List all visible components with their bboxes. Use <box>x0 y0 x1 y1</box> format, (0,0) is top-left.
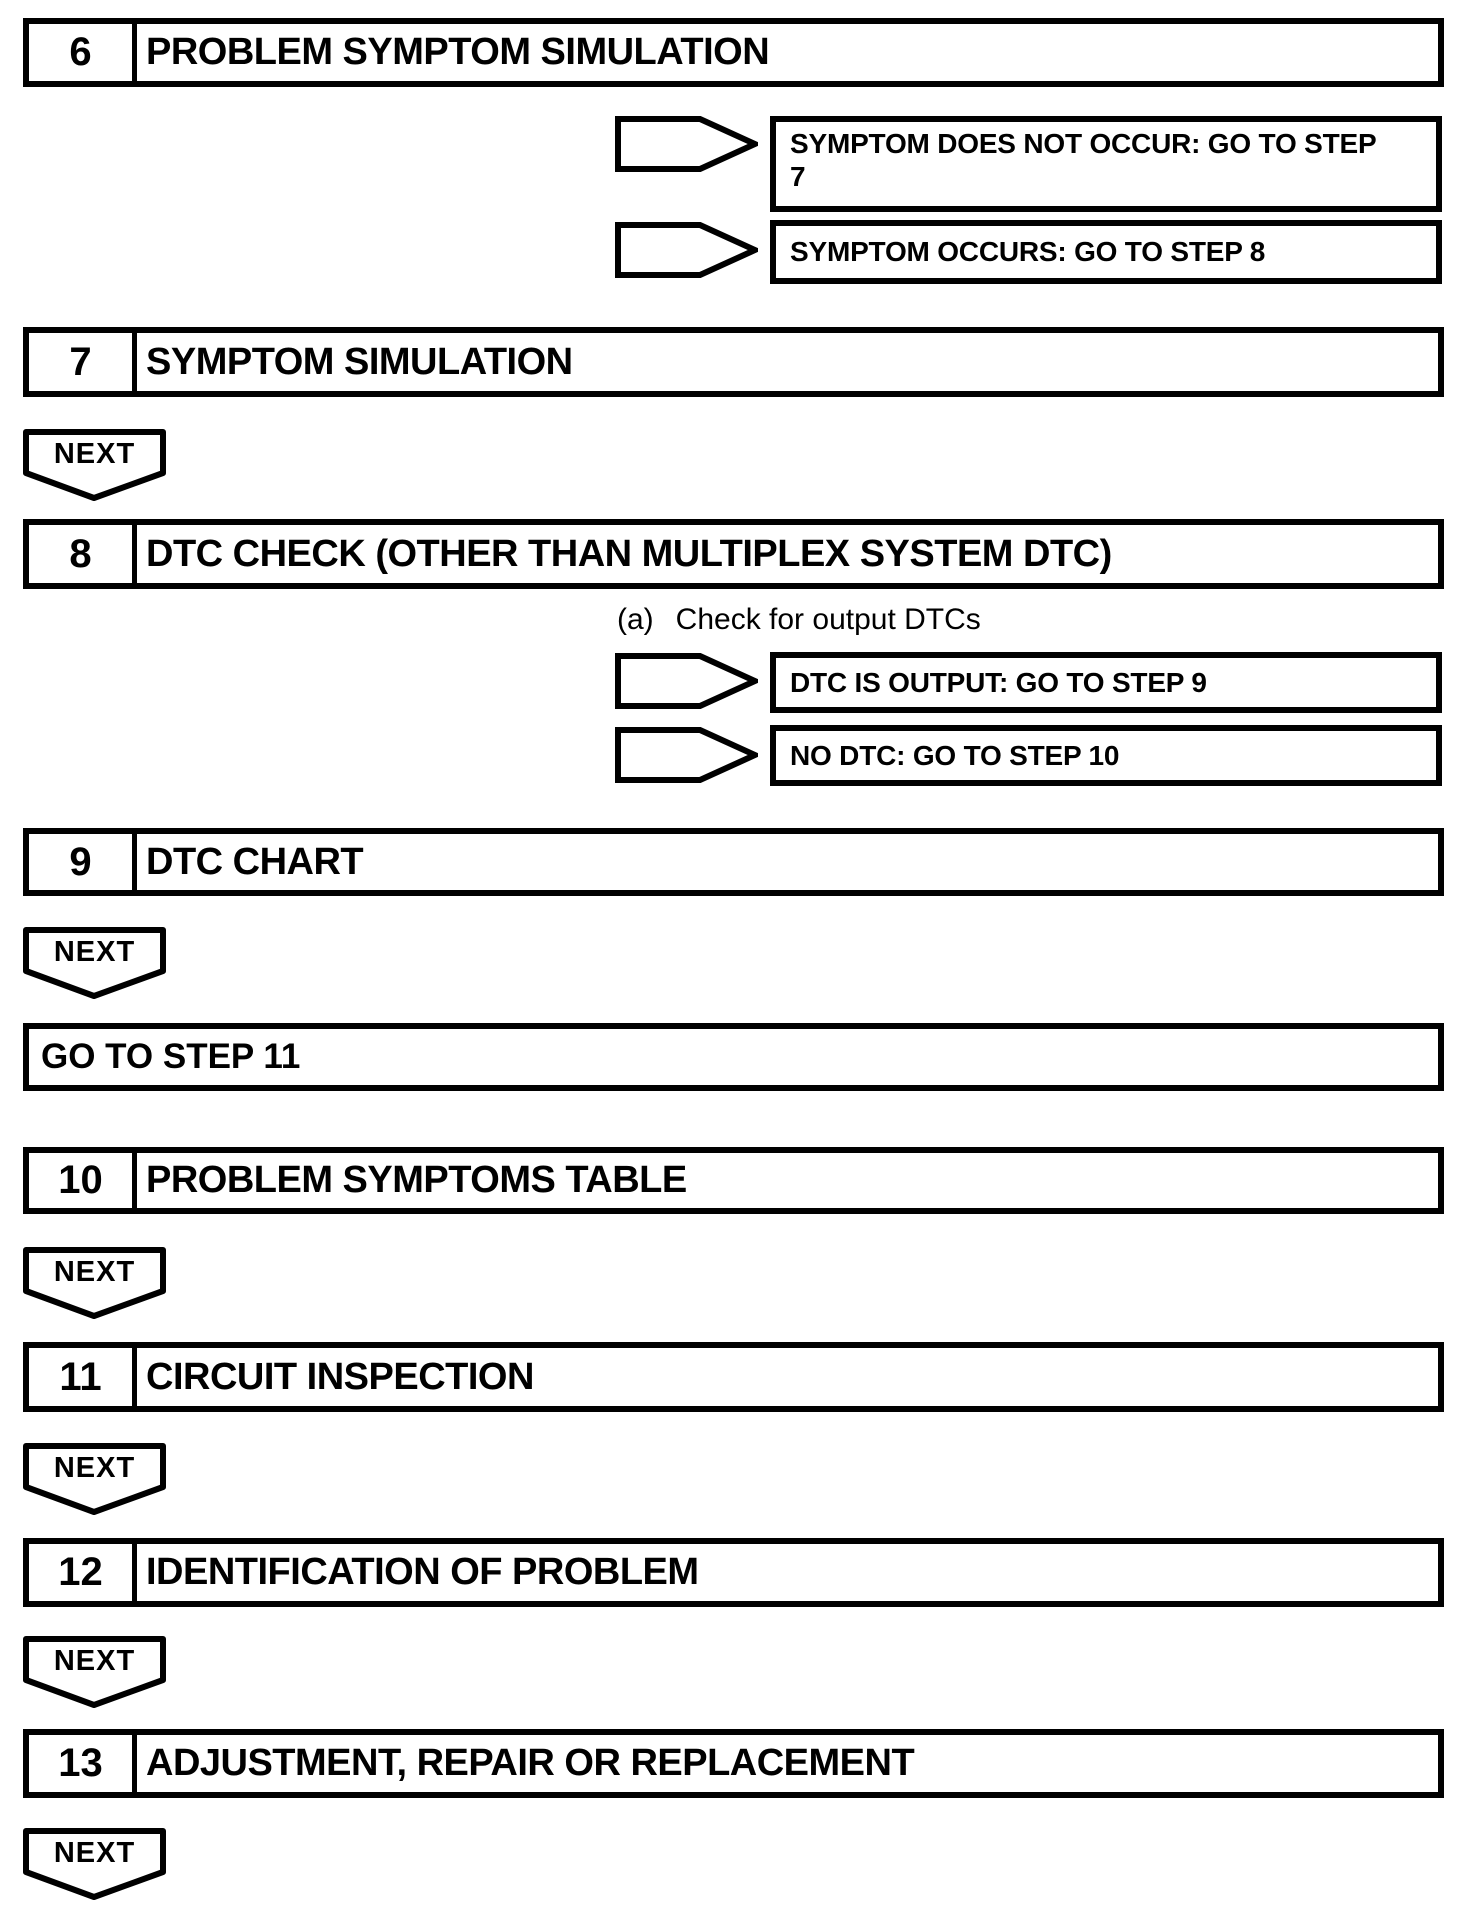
step-box-8: 8 DTC CHECK (OTHER THAN MULTIPLEX SYSTEM… <box>23 519 1444 589</box>
result-text-line2: 7 <box>790 161 806 192</box>
result-arrow-icon <box>615 653 758 709</box>
step-title: PROBLEM SYMPTOMS TABLE <box>146 1159 687 1201</box>
step-number: 12 <box>29 1544 137 1601</box>
next-chevron: NEXT <box>23 1828 166 1900</box>
next-chevron: NEXT <box>23 1247 166 1319</box>
step-title: ADJUSTMENT, REPAIR OR REPLACEMENT <box>146 1742 915 1784</box>
step-title: SYMPTOM SIMULATION <box>146 340 573 383</box>
next-label: NEXT <box>53 936 136 968</box>
substep-note: (a) Check for output DTCs <box>617 603 981 637</box>
step-number: 7 <box>29 333 137 391</box>
next-chevron: NEXT <box>23 1636 166 1708</box>
result-arrow-icon <box>615 727 758 783</box>
result-text-line1: DTC IS OUTPUT: GO TO STEP 9 <box>790 666 1207 698</box>
next-label: NEXT <box>53 438 136 470</box>
step-box-6: 6 PROBLEM SYMPTOM SIMULATION <box>23 18 1444 87</box>
next-chevron-icon <box>23 429 166 501</box>
step-number: 6 <box>29 24 137 81</box>
next-chevron-icon <box>23 1828 166 1900</box>
result-box-dtc-output: DTC IS OUTPUT: GO TO STEP 9 <box>770 652 1442 713</box>
next-chevron: NEXT <box>23 927 166 999</box>
step-title: DTC CHART <box>146 840 364 883</box>
result-box-symptom-does-not-occur: SYMPTOM DOES NOT OCCUR: GO TO STEP 7 <box>770 116 1442 212</box>
step-number: 9 <box>29 834 137 890</box>
result-box-symptom-occurs: SYMPTOM OCCURS: GO TO STEP 8 <box>770 220 1442 284</box>
goto-step-box: GO TO STEP 11 <box>23 1023 1444 1091</box>
next-chevron: NEXT <box>23 429 166 501</box>
next-label: NEXT <box>53 1256 136 1288</box>
step-title: IDENTIFICATION OF PROBLEM <box>146 1551 699 1593</box>
result-arrow-icon <box>615 222 758 278</box>
next-chevron-icon <box>23 1247 166 1319</box>
step-box-9: 9 DTC CHART <box>23 828 1444 896</box>
step-title: PROBLEM SYMPTOM SIMULATION <box>146 31 770 73</box>
result-text-line1: SYMPTOM OCCURS: GO TO STEP 8 <box>790 236 1266 267</box>
step-box-7: 7 SYMPTOM SIMULATION <box>23 327 1444 397</box>
next-chevron-icon <box>23 1636 166 1708</box>
step-title: CIRCUIT INSPECTION <box>146 1355 534 1398</box>
step-number: 8 <box>29 525 137 583</box>
next-label: NEXT <box>53 1837 136 1869</box>
step-number: 11 <box>29 1348 137 1406</box>
next-chevron-icon <box>23 927 166 999</box>
next-chevron: NEXT <box>23 1443 166 1515</box>
goto-step-label: GO TO STEP 11 <box>41 1037 301 1076</box>
step-number: 13 <box>29 1735 137 1792</box>
substep-text: Check for output DTCs <box>675 603 981 636</box>
step-box-10: 10 PROBLEM SYMPTOMS TABLE <box>23 1147 1444 1214</box>
step-box-12: 12 IDENTIFICATION OF PROBLEM <box>23 1538 1444 1607</box>
result-box-no-dtc: NO DTC: GO TO STEP 10 <box>770 725 1442 786</box>
result-text-line1: NO DTC: GO TO STEP 10 <box>790 739 1120 771</box>
result-text-line1: SYMPTOM DOES NOT OCCUR: GO TO STEP <box>790 128 1377 159</box>
next-label: NEXT <box>53 1452 136 1484</box>
step-number: 10 <box>29 1153 137 1208</box>
step-title: DTC CHECK (OTHER THAN MULTIPLEX SYSTEM D… <box>146 532 1112 575</box>
step-box-13: 13 ADJUSTMENT, REPAIR OR REPLACEMENT <box>23 1729 1444 1798</box>
next-chevron-icon <box>23 1443 166 1515</box>
step-box-11: 11 CIRCUIT INSPECTION <box>23 1342 1444 1412</box>
substep-prefix: (a) <box>617 603 654 636</box>
next-label: NEXT <box>53 1645 136 1677</box>
result-arrow-icon <box>615 116 758 172</box>
